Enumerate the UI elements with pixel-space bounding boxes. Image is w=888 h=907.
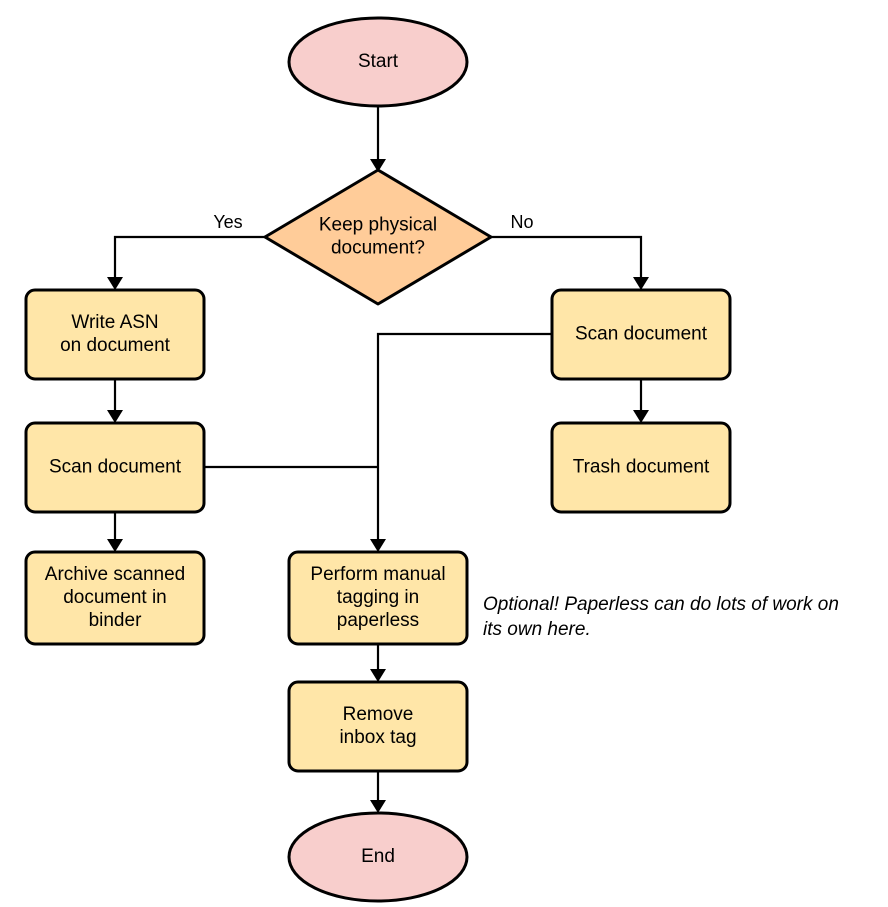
terminator-shape bbox=[287, 16, 469, 108]
annotation-optional-note: Optional! Paperless can do lots of work … bbox=[483, 594, 839, 640]
edge-scan-left-to-archive bbox=[107, 512, 123, 552]
arrowhead-icon bbox=[370, 539, 386, 552]
terminator-shape bbox=[287, 811, 469, 903]
edge-start-to-decision bbox=[370, 106, 386, 172]
edge-path bbox=[491, 235, 643, 284]
node-label: Perform manual bbox=[310, 564, 445, 585]
edge-write-asn-to-scan bbox=[107, 379, 123, 423]
process-shape bbox=[550, 288, 732, 381]
node-label: Archive scanned bbox=[45, 564, 185, 585]
node-label: document? bbox=[331, 238, 425, 259]
arrowhead-icon bbox=[370, 669, 386, 682]
node-label: binder bbox=[89, 610, 142, 631]
node-label: Scan document bbox=[575, 324, 708, 345]
process-shape bbox=[24, 550, 206, 646]
process-shape bbox=[287, 550, 469, 646]
edge-remove-to-end bbox=[370, 771, 386, 813]
process-shape bbox=[24, 288, 206, 381]
node-label: on document bbox=[60, 335, 171, 356]
node-label: Write ASN bbox=[71, 312, 158, 333]
node-scan-right[interactable]: Scan document bbox=[550, 288, 732, 381]
edge-path bbox=[376, 332, 552, 546]
edge-decision-no: No bbox=[491, 212, 649, 290]
edge-tagging-to-remove bbox=[370, 644, 386, 682]
node-label: Keep physical bbox=[319, 215, 437, 236]
edge-label: No bbox=[510, 212, 533, 232]
decision-shape bbox=[263, 168, 493, 306]
node-label: Trash document bbox=[573, 457, 710, 478]
node-label: Start bbox=[358, 51, 399, 72]
arrowhead-icon bbox=[633, 410, 649, 423]
edge-label: Yes bbox=[213, 212, 242, 232]
edge-path bbox=[113, 235, 265, 284]
annotation-line: Optional! Paperless can do lots of work … bbox=[483, 594, 839, 615]
node-label: End bbox=[361, 846, 395, 867]
node-trash[interactable]: Trash document bbox=[550, 421, 732, 514]
edge-scan-right-to-tagging bbox=[370, 332, 552, 552]
edges-layer: Yes No bbox=[107, 106, 649, 813]
process-shape bbox=[550, 421, 732, 514]
annotation-line: its own here. bbox=[483, 619, 591, 640]
process-shape bbox=[24, 421, 206, 514]
arrowhead-icon bbox=[370, 159, 386, 172]
node-label: inbox tag bbox=[339, 727, 416, 748]
node-label: Remove bbox=[343, 704, 414, 725]
node-label: paperless bbox=[337, 610, 419, 631]
arrowhead-icon bbox=[107, 539, 123, 552]
arrowhead-icon bbox=[107, 410, 123, 423]
node-label: Scan document bbox=[49, 457, 182, 478]
annotations-layer: Optional! Paperless can do lots of work … bbox=[483, 594, 839, 640]
node-label: tagging in bbox=[337, 587, 419, 608]
node-start[interactable]: Start bbox=[287, 16, 469, 108]
node-end[interactable]: End bbox=[287, 811, 469, 903]
arrowhead-icon bbox=[633, 277, 649, 290]
edge-scan-right-to-trash bbox=[633, 379, 649, 423]
arrowhead-icon bbox=[107, 277, 123, 290]
arrowhead-icon bbox=[370, 800, 386, 813]
edge-decision-yes: Yes bbox=[107, 212, 265, 290]
node-scan-left[interactable]: Scan document bbox=[24, 421, 206, 514]
node-label: document in bbox=[63, 587, 167, 608]
process-shape bbox=[287, 680, 469, 773]
